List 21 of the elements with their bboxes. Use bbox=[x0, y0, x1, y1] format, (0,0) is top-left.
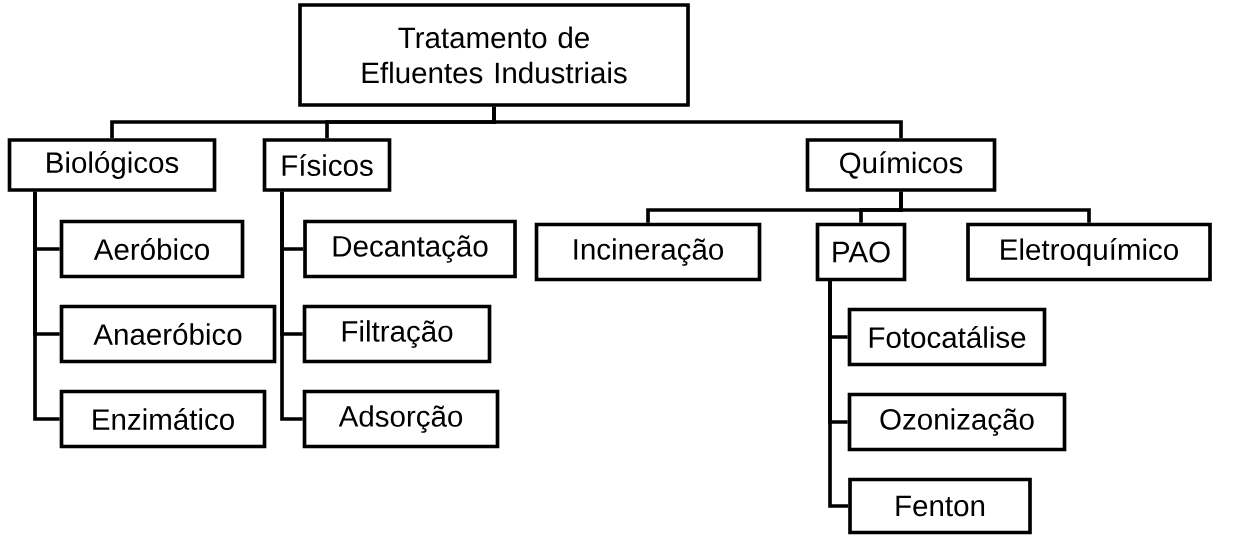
category-box: Fenton bbox=[848, 477, 1032, 535]
category-box: Físicos bbox=[262, 138, 392, 192]
category-box: Químicos bbox=[805, 138, 997, 192]
connector-line bbox=[280, 191, 303, 421]
connector-line bbox=[492, 106, 903, 139]
category-box: Eletroquímico bbox=[966, 222, 1212, 282]
category-box: Fotocatálise bbox=[847, 307, 1047, 367]
category-box: Anaeróbico bbox=[59, 304, 277, 364]
category-box: Adsorção bbox=[302, 389, 500, 449]
category-box: Filtração bbox=[302, 304, 492, 364]
connector-line bbox=[828, 281, 849, 508]
category-box: PAO bbox=[815, 222, 907, 282]
category-box: Decantação bbox=[303, 219, 517, 279]
category-box: Enzimático bbox=[59, 389, 267, 449]
category-box: Aeróbico bbox=[59, 219, 245, 279]
connector-line bbox=[33, 191, 60, 421]
category-box: Incineração bbox=[534, 222, 762, 282]
connector-line bbox=[899, 191, 1091, 223]
category-box: Ozonização bbox=[847, 392, 1067, 452]
category-box: Tratamento de Efluentes Industriais bbox=[298, 3, 690, 107]
category-box: Biológicos bbox=[7, 138, 217, 192]
